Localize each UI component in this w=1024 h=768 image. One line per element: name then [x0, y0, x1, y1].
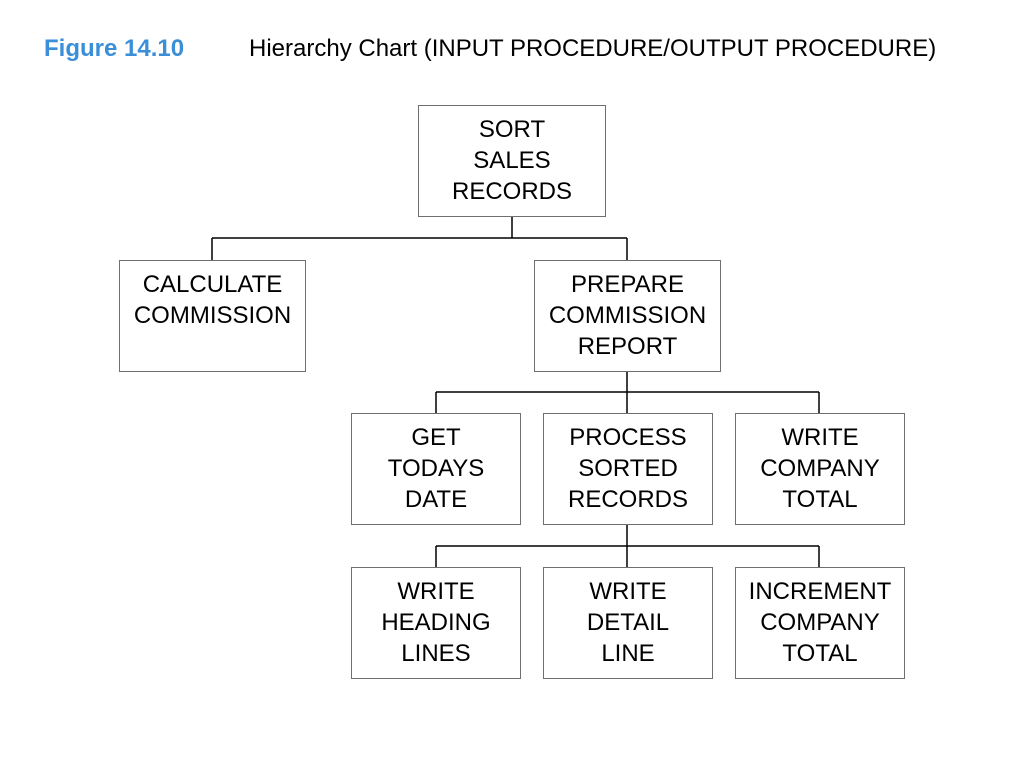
node-label: PROCESS SORTED RECORDS	[567, 424, 688, 513]
node-increment-company-total: INCREMENT COMPANY TOTAL	[735, 567, 905, 679]
node-write-detail-line: WRITE DETAIL LINE	[543, 567, 713, 679]
node-label: WRITE HEADING LINES	[381, 578, 491, 667]
node-label: CALCULATE COMMISSION	[133, 271, 292, 329]
node-process-sorted-records: PROCESS SORTED RECORDS	[543, 413, 713, 525]
figure-number: Figure 14.10	[44, 35, 185, 62]
node-label: GET TODAYS DATE	[387, 424, 485, 513]
node-calculate-commission: CALCULATE COMMISSION	[119, 260, 306, 372]
figure-title: Hierarchy Chart (INPUT PROCEDURE/OUTPUT …	[249, 35, 937, 62]
node-prepare-commission-report: PREPARE COMMISSION REPORT	[534, 260, 721, 372]
node-label: INCREMENT COMPANY TOTAL	[748, 578, 892, 667]
node-get-todays-date: GET TODAYS DATE	[351, 413, 521, 525]
node-write-heading-lines: WRITE HEADING LINES	[351, 567, 521, 679]
node-sort-sales-records: SORT SALES RECORDS	[418, 105, 606, 217]
node-label: SORT SALES RECORDS	[451, 116, 572, 205]
node-label: WRITE DETAIL LINE	[586, 578, 670, 667]
node-label: PREPARE COMMISSION REPORT	[548, 271, 707, 360]
node-write-company-total: WRITE COMPANY TOTAL	[735, 413, 905, 525]
node-label: WRITE COMPANY TOTAL	[760, 424, 880, 513]
